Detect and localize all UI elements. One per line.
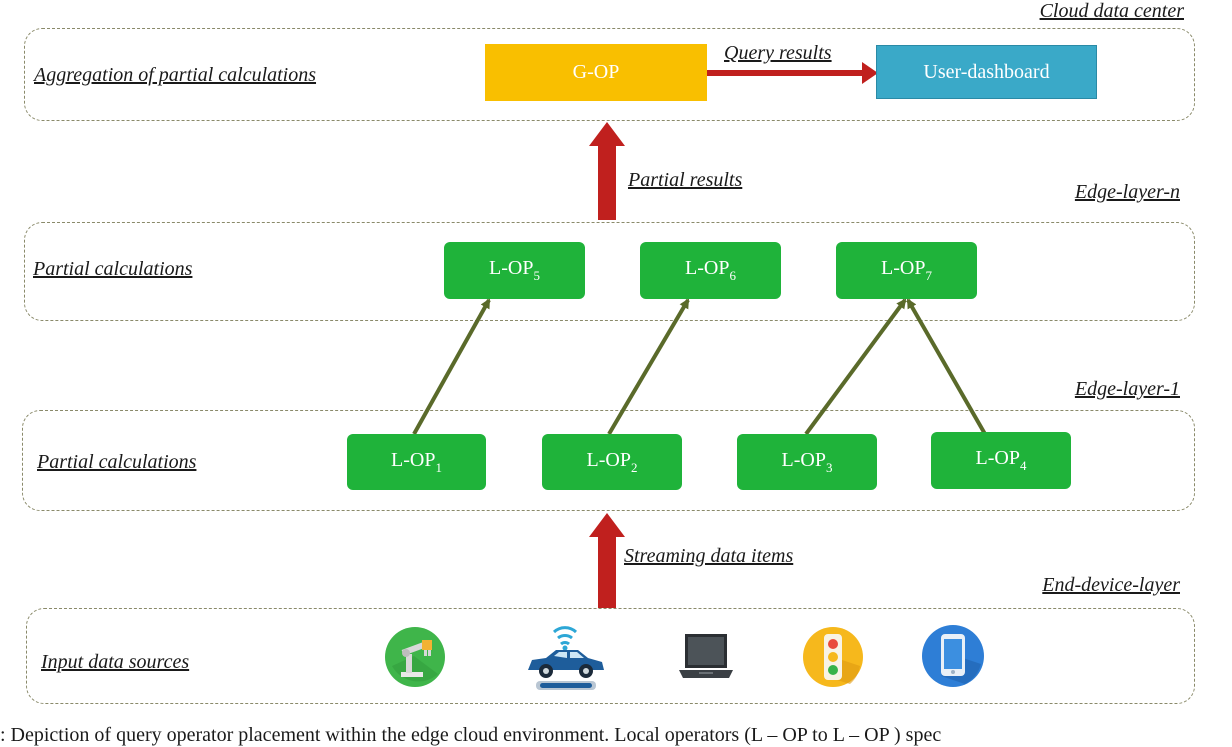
streaming-data-label: Streaming data items (624, 545, 794, 567)
partial-results-arrow (589, 122, 625, 220)
edge-layer-1-box (22, 410, 1195, 511)
traffic-light-icon (803, 627, 863, 687)
edge-layer-n-name: Edge-layer-n (1074, 181, 1180, 203)
end-device-layer-description: Input data sources (41, 651, 190, 673)
l-op-6-node[interactable]: L-OP6 (640, 242, 781, 299)
l-op-4-label: L-OP4 (975, 447, 1027, 473)
robot-arm-icon (385, 627, 445, 687)
query-results-arrow (707, 62, 878, 84)
arrow-lop2-to-lop6 (607, 298, 690, 436)
arrow-lop4-to-lop7 (906, 298, 987, 435)
edge-layer-1-name: Edge-layer-1 (1074, 378, 1180, 400)
user-dashboard-node[interactable]: User-dashboard (876, 45, 1097, 99)
edge-layer-n-description: Partial calculations (33, 258, 193, 280)
partial-results-label: Partial results (628, 169, 743, 191)
streaming-data-arrow (589, 513, 625, 608)
g-op-label: G-OP (572, 61, 620, 83)
l-op-3-node[interactable]: L-OP3 (737, 434, 877, 490)
edge-layer-1-description: Partial calculations (37, 451, 197, 473)
cloud-layer-box (24, 28, 1195, 121)
l-op-6-label: L-OP6 (685, 257, 736, 283)
smartphone-icon (922, 625, 984, 687)
l-op-1-label: L-OP1 (391, 448, 442, 475)
cloud-layer-description: Aggregation of partial calculations (34, 64, 317, 86)
l-op-3-label: L-OP3 (781, 448, 833, 475)
l-op-5-label: L-OP5 (489, 257, 540, 283)
user-dashboard-label: User-dashboard (923, 60, 1050, 83)
arrow-lop1-to-lop5 (412, 298, 491, 435)
laptop-icon (679, 634, 733, 678)
arrow-lop3-to-lop7 (804, 298, 907, 436)
end-device-layer-box (26, 608, 1195, 704)
edge-layer-n-box (24, 222, 1195, 321)
end-device-layer-name: End-device-layer (1042, 574, 1180, 596)
l-op-7-label: L-OP7 (881, 257, 932, 283)
l-op-5-node[interactable]: L-OP5 (444, 242, 585, 299)
l-op-2-label: L-OP2 (586, 448, 638, 475)
query-results-label: Query results (724, 42, 832, 64)
l-op-2-node[interactable]: L-OP2 (542, 434, 682, 490)
figure-caption: 4: Depiction of query operator placement… (0, 724, 942, 746)
connected-car-icon (528, 626, 604, 690)
g-op-node[interactable]: G-OP (485, 44, 707, 101)
cloud-layer-name: Cloud data center (1039, 0, 1184, 22)
l-op-4-node[interactable]: L-OP4 (931, 432, 1071, 489)
l-op-7-node[interactable]: L-OP7 (836, 242, 977, 299)
l-op-1-node[interactable]: L-OP1 (347, 434, 486, 490)
